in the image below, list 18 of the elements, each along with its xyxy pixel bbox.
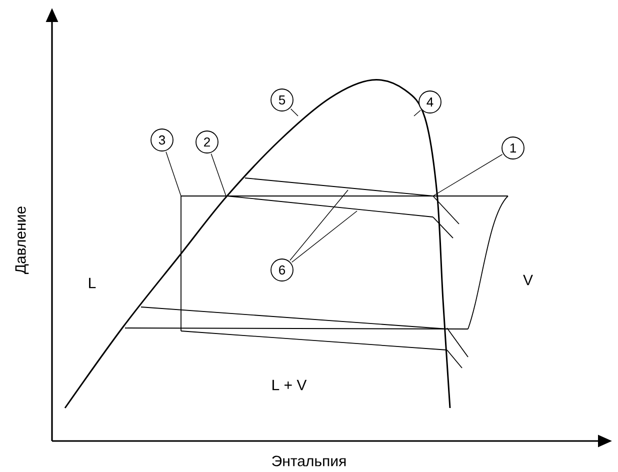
axis-label: Давление (15, 206, 29, 274)
leader-line (414, 110, 421, 116)
callout-number: 3 (150, 128, 174, 152)
region-label: V (523, 274, 533, 286)
leader-line (432, 154, 503, 196)
callout-number: 4 (418, 90, 442, 114)
callout-number: 1 (502, 136, 524, 160)
leader-line (166, 152, 182, 196)
callout-number: 5 (270, 88, 294, 112)
region-label: L + V (272, 380, 307, 390)
leader-line (290, 190, 348, 261)
callout-number: 6 (270, 258, 294, 282)
callout-number: 2 (196, 130, 218, 154)
leader-line (291, 210, 358, 263)
axis-label: Энтальпия (272, 456, 346, 466)
region-label: L (89, 278, 96, 288)
leader-line (210, 153, 226, 196)
leader-line (290, 108, 298, 116)
